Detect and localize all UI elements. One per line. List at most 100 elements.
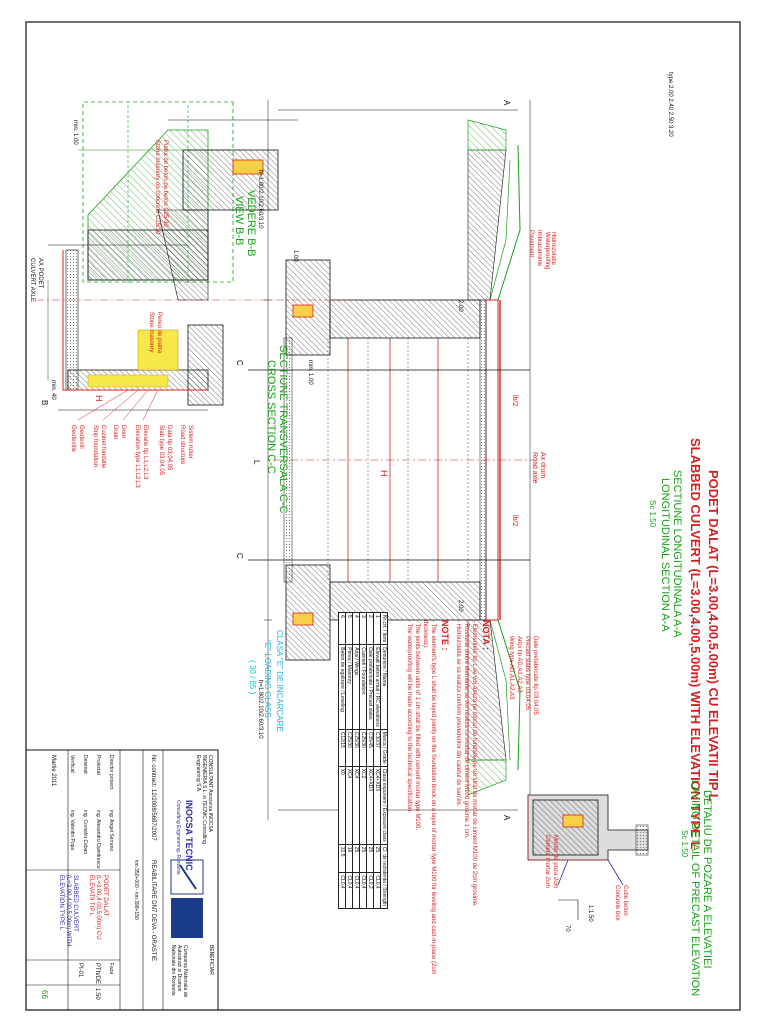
notes-en-3: - The waterproofing will be made accordi… bbox=[406, 620, 412, 813]
callout-road-structure: Sistem rutier bbox=[187, 425, 193, 459]
table-cell: 25 bbox=[352, 844, 360, 873]
dim-100-left: 1.00 bbox=[292, 250, 298, 262]
tb-plansa: PI-01 bbox=[77, 963, 83, 978]
tb-beneficiary: BENEFICIAR bbox=[208, 945, 214, 976]
detail-scale: Sc 1:50 bbox=[680, 830, 689, 858]
callout-geotextile: Geotextil bbox=[78, 425, 84, 449]
section-b-label: B bbox=[40, 400, 49, 406]
table-cell: XC4 bbox=[345, 766, 353, 845]
table-cell: XC2 bbox=[359, 766, 367, 845]
callout-joint: Cutie beton bbox=[622, 885, 628, 916]
table-cell: CL0,4 bbox=[352, 872, 360, 909]
tb-company-sub: Consulting Engineering, Romania bbox=[175, 800, 181, 875]
table-cell: 2 bbox=[366, 612, 374, 645]
table-cell: C35/45 bbox=[366, 729, 374, 767]
section-aa-title-en: LONGITUDINAL SECTION A-A bbox=[659, 478, 671, 632]
type-list: type 2.00 2.40 2.50 3.20 bbox=[667, 72, 673, 137]
table-cell: XC4+XD3 bbox=[366, 766, 374, 845]
table-cell: Beton de egalizare / Leveling bbox=[338, 644, 346, 730]
table-cell: CL0,2 bbox=[366, 872, 374, 909]
callout-pavement: Imbracaminte bbox=[536, 230, 542, 267]
section-cc-title-en: CROSS SECTION C-C bbox=[265, 360, 277, 474]
table-cell: Pereu / Masonry bbox=[345, 644, 353, 730]
callout-mortar-en: Cement mortar 2cm bbox=[544, 835, 550, 889]
callout-stone-en: Stone masonry bbox=[148, 312, 154, 353]
table-header-cell: Nr.crt. / Item bbox=[380, 612, 388, 645]
table-cell: 5 bbox=[345, 612, 353, 645]
section-aa-title: SECTIUNE LONGITUDINALA A-A bbox=[671, 470, 683, 638]
cross-section-cc bbox=[38, 119, 348, 421]
callout-mortar: Mortar de poza 2cm bbox=[552, 835, 558, 889]
detail-precast-elevation bbox=[527, 794, 649, 920]
tb-role-director: Director proiect bbox=[108, 755, 114, 789]
table-header-cell: Marca / Grade bbox=[380, 729, 388, 767]
callout-foundation: Cuzinet fundatie bbox=[100, 425, 106, 469]
callout-stone: Pereu de piatra bbox=[156, 312, 162, 354]
table-cell: 31.5 bbox=[338, 844, 346, 873]
dim-200-left: 2.00 bbox=[457, 300, 463, 312]
dim-200-right: 2.00 bbox=[457, 600, 463, 612]
table-cell: 6 bbox=[338, 612, 346, 645]
table-cell: XC4+XD3 bbox=[373, 766, 381, 845]
notes-block: NOTA : - Elementele tip L se vor aseza p… bbox=[405, 620, 491, 980]
table-cell: 25 bbox=[366, 844, 374, 873]
notes-ro-2: - Rosturile dintre elemente se vor reali… bbox=[463, 620, 469, 839]
table-cell: C25/30 bbox=[359, 729, 367, 767]
table-cell: Elevatii beton armat / RC elevations bbox=[373, 644, 381, 730]
tb-drawing-title-en: SLABBED CULVERT (L=3.00,4.00,5.00m) WITH… bbox=[58, 875, 78, 947]
view-bb-title-en: VIEW B-B bbox=[233, 196, 245, 246]
tb-phase: PTh/DE bbox=[94, 963, 100, 985]
section-c-left: C bbox=[235, 360, 244, 366]
tb-role-desenat: Desenat bbox=[82, 755, 88, 774]
callout-geotextile-en: Geotextile bbox=[70, 425, 76, 453]
tb-contract: Nr. contract: 12/2008/5687/2007 bbox=[150, 755, 156, 841]
table-cell: CL0,4 bbox=[338, 872, 346, 909]
l-label: L bbox=[252, 460, 261, 465]
tb-consultant: CONSULTANT Asocierea INOCSA INGENIERIA S… bbox=[195, 755, 213, 844]
table-cell: 3 bbox=[359, 612, 367, 645]
section-a-right: A bbox=[502, 815, 511, 821]
table-header-row: Nr.crt. / Item Denumire / Name Marca / G… bbox=[380, 612, 388, 909]
height-range-left: h=1.80/2.10/2.60/3.10 bbox=[257, 170, 263, 229]
dim-100-b: min. 1.00 bbox=[307, 360, 313, 385]
table-header-cell: Clasa expunere / Exposure class bbox=[380, 766, 388, 845]
callout-slab-en: Slab type 03,04,05 bbox=[158, 425, 164, 476]
tb-project-km: km 350+000 - km 398+150 bbox=[133, 860, 139, 920]
section-a-left: A bbox=[502, 100, 511, 106]
title-line1: PODET DALAT (L=3.00,4.00,5.00m) CU ELEVA… bbox=[706, 470, 721, 802]
longitudinal-section-aa bbox=[248, 100, 538, 820]
tb-role-verificat: Verificat bbox=[69, 755, 75, 773]
culvert-axis-label: AX PODET bbox=[37, 258, 43, 289]
callout-wing: Aripi tip AD,A1,A2,A3 bbox=[516, 636, 522, 693]
table-cell: Aripi / Wings bbox=[352, 644, 360, 730]
table-cell: 1 bbox=[373, 612, 381, 645]
callout-foundation-en: Strip foundation bbox=[92, 425, 98, 468]
callout-road-structure-en: Road structure bbox=[179, 425, 185, 465]
section-aa-scale: Sc 1:50 bbox=[648, 500, 657, 528]
notes-title-ro: NOTA : bbox=[481, 620, 491, 650]
tb-company: INOCSA TECNIC bbox=[184, 800, 194, 871]
load-class-ro: CLASA "E" DE INCARCARE bbox=[275, 630, 284, 732]
tb-project: REABILITARE DN7 DEVA - ORASTIE bbox=[150, 860, 156, 962]
tb-beneficiary-name: Compania Nationala de Autostrazi si Drum… bbox=[170, 945, 188, 998]
tb-drawing-title: PODET DALAT (L=3.00,4.00,5.00m) CU ELEVA… bbox=[88, 875, 108, 940]
notes-ro-1: - Elementele tip L se vor aseza pe blocu… bbox=[471, 620, 477, 907]
table-cell: 25 bbox=[359, 844, 367, 873]
sheet-border bbox=[25, 21, 741, 1011]
table-cell: 4 bbox=[352, 612, 360, 645]
title-block-frame bbox=[25, 749, 219, 1011]
min-40-label: min. 40 bbox=[50, 380, 56, 400]
section-c-right: C bbox=[235, 553, 244, 559]
callout-waterproofing-en: Waterproofing bbox=[544, 232, 550, 270]
table-row: 5 Pereu / Masonry C25/30 XC4 16 CL0,4 bbox=[345, 612, 353, 909]
table-cell: C30/37 bbox=[373, 729, 381, 767]
callout-precast-slabs-en: Precast slabs type 03,04,05 bbox=[524, 636, 530, 711]
callout-pavement-en: Pavement bbox=[528, 230, 534, 258]
dim-70-label: 70 bbox=[564, 925, 570, 932]
callout-crushed-stone-en: Stone masonry on concrete C25/30 bbox=[154, 140, 160, 235]
table-header-cell: Cl. de rezistenta / Strength bbox=[380, 844, 388, 909]
tb-drawing-no: 66 bbox=[40, 990, 49, 999]
road-axis-label-en: Road axle bbox=[531, 452, 538, 484]
